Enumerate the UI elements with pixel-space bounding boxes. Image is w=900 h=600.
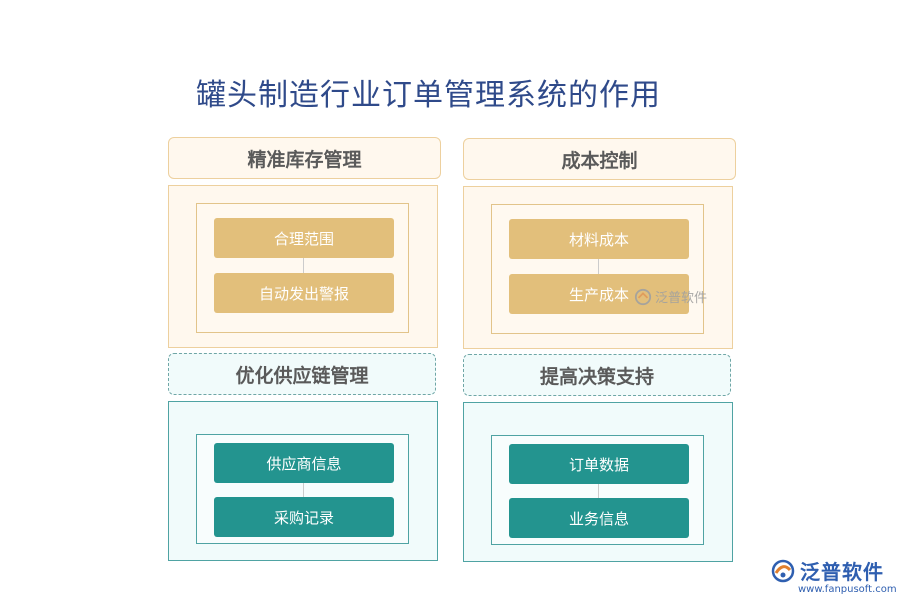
item-auto-alert: 自动发出警报 [214, 273, 394, 313]
item-order-data: 订单数据 [509, 444, 689, 484]
item-purchase-records: 采购记录 [214, 497, 394, 537]
connector-line [598, 235, 599, 305]
brand-logo-text: 泛普软件 [800, 560, 884, 584]
section-panel-supply-chain: 供应商信息 采购记录 [168, 401, 438, 561]
item-reasonable-range: 合理范围 [214, 218, 394, 258]
watermark-icon [634, 288, 652, 305]
connector-line [303, 460, 304, 520]
section-header-supply-chain: 优化供应链管理 [168, 353, 436, 395]
item-business-info: 业务信息 [509, 498, 689, 538]
watermark: 泛普软件 [634, 287, 707, 306]
section-header-inventory: 精准库存管理 [168, 137, 441, 179]
item-supplier-info: 供应商信息 [214, 443, 394, 483]
brand-logo-url: www.fanpusoft.com [798, 584, 897, 595]
section-panel-inventory: 合理范围 自动发出警报 [168, 185, 438, 348]
section-panel-decision: 订单数据 业务信息 [463, 402, 733, 562]
watermark-text: 泛普软件 [655, 291, 708, 306]
connector-line [303, 234, 304, 304]
section-header-cost: 成本控制 [463, 138, 736, 180]
connector-line [598, 461, 599, 521]
item-production-cost: 生产成本 [509, 274, 689, 314]
brand-logo: 泛普软件 www.fanpusoft.com [770, 556, 897, 595]
section-panel-cost: 材料成本 生产成本 [463, 186, 733, 349]
brand-logo-icon [771, 559, 795, 582]
section-header-decision: 提高决策支持 [463, 354, 731, 396]
item-material-cost: 材料成本 [509, 219, 689, 259]
section-inner-supply-chain: 供应商信息 采购记录 [196, 434, 409, 544]
section-inner-decision: 订单数据 业务信息 [491, 435, 704, 545]
diagram-title: 罐头制造行业订单管理系统的作用 [196, 78, 661, 113]
section-inner-inventory: 合理范围 自动发出警报 [196, 203, 409, 333]
section-inner-cost: 材料成本 生产成本 [491, 204, 704, 334]
